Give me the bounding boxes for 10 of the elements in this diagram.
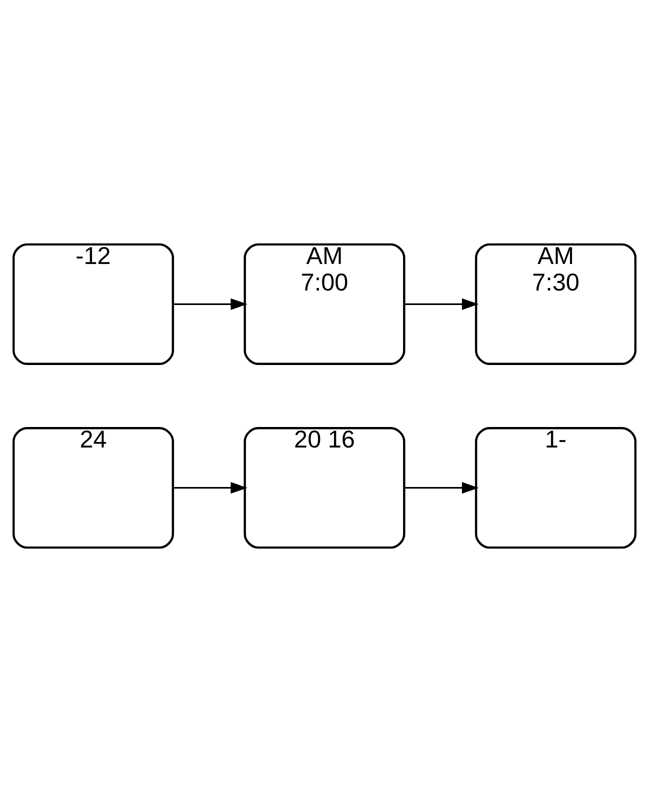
arrow — [172, 298, 247, 310]
node-box: 1- — [474, 426, 636, 549]
arrow — [404, 298, 478, 310]
node-box: -12 — [12, 243, 174, 366]
node-box: 24 — [12, 426, 174, 549]
node-box: AM 7:30 — [474, 243, 636, 366]
node-box: 20 16 — [243, 426, 405, 549]
arrow — [172, 482, 247, 494]
node-box: AM 7:00 — [243, 243, 405, 366]
arrow — [404, 482, 478, 494]
